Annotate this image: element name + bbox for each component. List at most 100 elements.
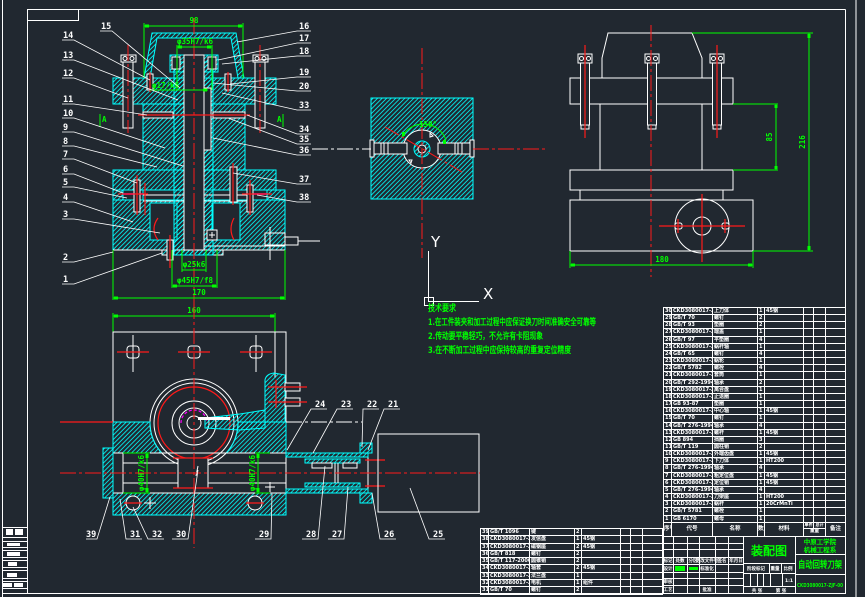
parts-list-cell-qty: 1 <box>758 501 765 508</box>
parts-list-cell-code: GB 93-87 <box>672 401 713 408</box>
parts-list-cell-unit-weight <box>804 494 814 501</box>
parts-list-cell-material <box>765 515 804 522</box>
balloon-label: 20 <box>299 82 309 92</box>
dim-180-text: 180 <box>655 255 669 264</box>
dim-cap-fit-text: φ35H7/k6 <box>177 37 214 46</box>
parts-list-cell-material <box>765 315 804 322</box>
parts-list-cell-no: 1 <box>664 515 672 522</box>
balloon-label: 4 <box>63 193 68 203</box>
parts-list-cell-unit-weight <box>804 465 814 472</box>
leader-line <box>62 117 166 149</box>
balloon-label: 38 <box>299 193 309 203</box>
parts-list-cell-material: 45钢 <box>765 429 804 436</box>
parts-list-cell-remark <box>826 336 846 343</box>
parts-list-cell-no: 18 <box>665 393 672 401</box>
indexing-arm <box>204 409 266 431</box>
parts-list-cell-total-weight <box>814 322 826 329</box>
balloon-label: 34 <box>299 125 309 135</box>
parts-list-cell-total-weight <box>814 308 826 315</box>
parts-list-cell-qty: 1 <box>575 580 582 587</box>
coupling-key <box>342 462 358 469</box>
parts-list-cell-name: 端盖 <box>713 329 758 336</box>
leader-line <box>172 469 199 540</box>
parts-list-cell-name: 粗定位盘 <box>713 472 758 479</box>
leader-line <box>328 486 349 540</box>
parts-list-cell-no: 12 <box>665 436 672 443</box>
parts-list-cell-name: 圆锥销 <box>530 558 575 565</box>
leader-line <box>62 131 184 167</box>
parts-list-cell-total-weight <box>814 393 826 401</box>
parts-list-cell-total-weight <box>814 472 826 479</box>
parts-list-cell-no: 14 <box>665 422 672 429</box>
parts-list-cell-total-weight <box>814 386 826 393</box>
parts-list-cell-no: 21 <box>665 372 672 379</box>
parts-list-cell-material <box>765 350 804 358</box>
parts-list-cell-no: 3 <box>664 501 672 508</box>
leader-line <box>62 173 124 194</box>
section-mark-left: A <box>102 115 107 124</box>
tb-scale-value: 1:1 <box>785 578 793 584</box>
dim-arrow <box>280 296 284 300</box>
tb-label-standardization: 标准化 <box>699 565 714 572</box>
leader-line <box>62 186 128 199</box>
dim-base-fit-text: φ45H7/f8 <box>177 276 214 285</box>
parts-list-cell-remark <box>826 422 846 429</box>
parts-list-cell-remark <box>826 436 846 443</box>
dim-arrow <box>114 296 118 300</box>
parts-list-cell-remark <box>826 350 846 358</box>
parts-list-cell-material <box>765 386 804 393</box>
parts-list-cell-remark <box>826 479 846 486</box>
balloon-label: 5 <box>63 178 68 188</box>
balloon-label: 8 <box>63 137 68 147</box>
parts-list-cell-qty: 1 <box>758 329 765 336</box>
parts-list-cell-name: 螺钉 <box>530 587 575 594</box>
parts-list-cell-total-weight <box>631 580 643 587</box>
parts-list-cell-total-weight <box>814 429 826 436</box>
parts-list-cell-unit-weight <box>804 365 814 372</box>
parts-list-cell-name: 键 <box>530 529 575 536</box>
bolt-left-head-detail <box>129 56 135 61</box>
leader-line <box>302 465 326 540</box>
parts-list-cell-material <box>765 322 804 329</box>
tech-req-item: 2.传动要平稳轻巧，不允许有卡阻现象 <box>428 330 543 342</box>
parts-list-cell-unit-weight <box>804 386 814 393</box>
parts-list-cell-qty: 1 <box>758 429 765 436</box>
tb-label-zone: 分区 <box>689 557 698 564</box>
balloon-label: 22 <box>367 400 377 410</box>
parts-list-cell-name: 轴套 <box>530 565 575 572</box>
dim-arrow <box>748 263 752 267</box>
motor-flange-bottom <box>359 492 373 504</box>
parts-list-cell-no: 29 <box>665 315 672 322</box>
parts-list-cell-material: 45钢 <box>765 479 804 486</box>
parts-list-cell-no: 36 <box>482 550 489 558</box>
dim-arrow <box>178 45 182 49</box>
parts-list-cell-remark <box>643 558 663 565</box>
dim-arrow <box>807 34 811 38</box>
parts-list-cell-material <box>765 372 804 379</box>
strip-text-blob <box>7 573 17 577</box>
top-view: 160 <box>60 303 480 548</box>
parts-list-cell-qty: 1 <box>758 472 765 479</box>
parts-list-cell-total-weight <box>631 572 643 580</box>
parts-list-cell-total-weight <box>814 336 826 343</box>
tb-label-date: 年月日 <box>729 557 743 564</box>
handle-nut <box>264 232 286 246</box>
parts-list-cell-material <box>765 329 804 336</box>
tb-label-approver: 批准 <box>703 586 712 593</box>
parts-list-cell-no: 26 <box>665 336 672 343</box>
dim-bore-fit-text: φ25k6 <box>183 260 206 269</box>
header-total-weight: 总计 <box>815 522 824 527</box>
parts-list-cell-qty: 2 <box>758 443 765 451</box>
parts-list-cell-unit-weight <box>804 429 814 436</box>
parts-list-cell-qty: 1 <box>758 494 765 501</box>
ucs-y-label: Y <box>430 233 441 251</box>
parts-list-cell-material <box>765 422 804 429</box>
